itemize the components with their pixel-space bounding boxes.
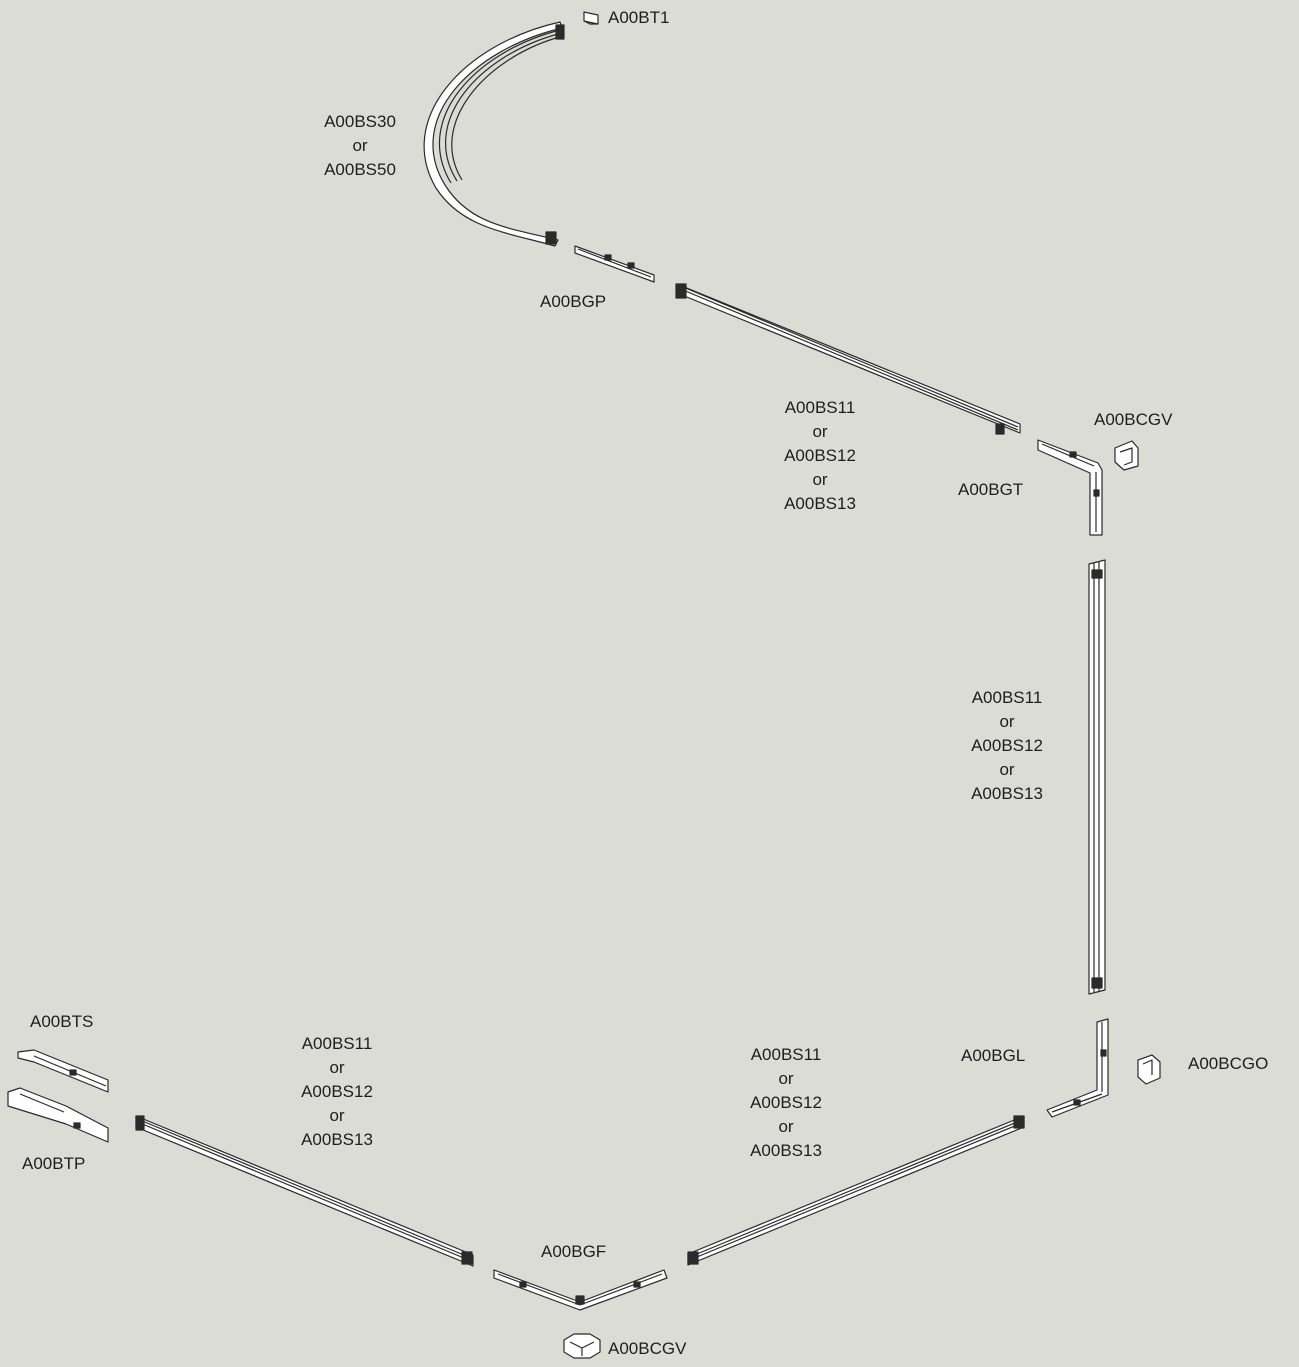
label-cover-top: A00BCGV (1094, 410, 1173, 429)
feed-surface-part (17, 1049, 109, 1093)
feed-plaster-part (7, 1087, 109, 1143)
corner-cover-open-icon (1137, 1054, 1161, 1085)
track-lower-right-part (687, 1115, 1025, 1266)
label-cover-bottom: A00BCGV (608, 1339, 687, 1358)
corner-cover-icon (1114, 440, 1139, 471)
end-cap-icon (583, 11, 599, 25)
label-corner-top: A00BGT (958, 480, 1024, 499)
track-top-part (675, 283, 1021, 435)
label-cover-lower: A00BCGO (1188, 1054, 1269, 1073)
label-end-cap-top: A00BT1 (608, 8, 670, 27)
label-corner-bottom: A00BGF (541, 1242, 607, 1261)
label-feed-surface: A00BTS (30, 1012, 94, 1031)
corner-cover-flat-icon (563, 1333, 601, 1359)
label-corner-lower: A00BGL (961, 1046, 1026, 1065)
label-straight-connector: A00BGP (540, 292, 607, 311)
corner-bottom-part (493, 1269, 668, 1311)
track-vertical-part (1088, 559, 1106, 995)
corner-lower-part (1046, 1018, 1109, 1118)
curved-track-part (423, 21, 565, 247)
straight-connector-part (574, 245, 655, 283)
corner-top-part (1037, 439, 1103, 536)
track-lower-left-part (135, 1115, 474, 1267)
label-feed-plaster: A00BTP (22, 1154, 86, 1173)
